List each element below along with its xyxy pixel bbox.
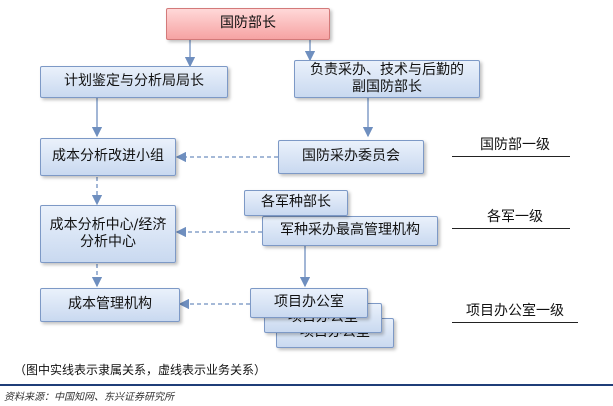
cost-analysis-group-label: 成本分析改进小组 [52, 148, 164, 165]
level-project-label: 项目办公室一级 [466, 303, 564, 319]
defense-minister-box: 国防部长 [166, 8, 330, 40]
service-acquisition-agency-label: 军种采办最高管理机构 [280, 222, 420, 239]
project-office-label-1: 项目办公室 [274, 294, 344, 311]
source-divider [0, 384, 613, 386]
deputy-minister-label: 负责采办、技术与后勤的 副国防部长 [310, 61, 464, 96]
cost-management-label: 成本管理机构 [68, 296, 152, 313]
level-service-label: 各军一级 [487, 209, 543, 225]
cost-analysis-center-box: 成本分析中心/经济 分析中心 [40, 205, 176, 263]
acquisition-committee-box: 国防采办委员会 [278, 140, 424, 174]
acquisition-committee-label: 国防采办委员会 [302, 148, 400, 165]
level-project-underline [452, 322, 578, 323]
planning-director-label: 计划鉴定与分析局局长 [64, 73, 204, 90]
service-departments-box: 各军种部长 [244, 190, 348, 216]
planning-director-box: 计划鉴定与分析局局长 [40, 66, 228, 98]
cost-analysis-group-box: 成本分析改进小组 [40, 138, 176, 176]
deputy-minister-box: 负责采办、技术与后勤的 副国防部长 [294, 60, 480, 98]
defense-minister-label: 国防部长 [220, 15, 276, 32]
source-text: 资料来源：中国知网、东兴证券研究所 [4, 392, 174, 403]
cost-analysis-center-label: 成本分析中心/经济 分析中心 [49, 216, 167, 251]
legend-note: （图中实线表示隶属关系，虚线表示业务关系） [14, 363, 267, 377]
project-office-box-1: 项目办公室 [250, 288, 368, 318]
level-service-underline [452, 228, 570, 229]
service-acquisition-agency-box: 军种采办最高管理机构 [262, 216, 438, 246]
level-defense-label: 国防部一级 [480, 137, 550, 153]
service-departments-label: 各军种部长 [261, 194, 331, 211]
cost-management-box: 成本管理机构 [40, 288, 180, 322]
level-defense-underline [452, 156, 570, 157]
